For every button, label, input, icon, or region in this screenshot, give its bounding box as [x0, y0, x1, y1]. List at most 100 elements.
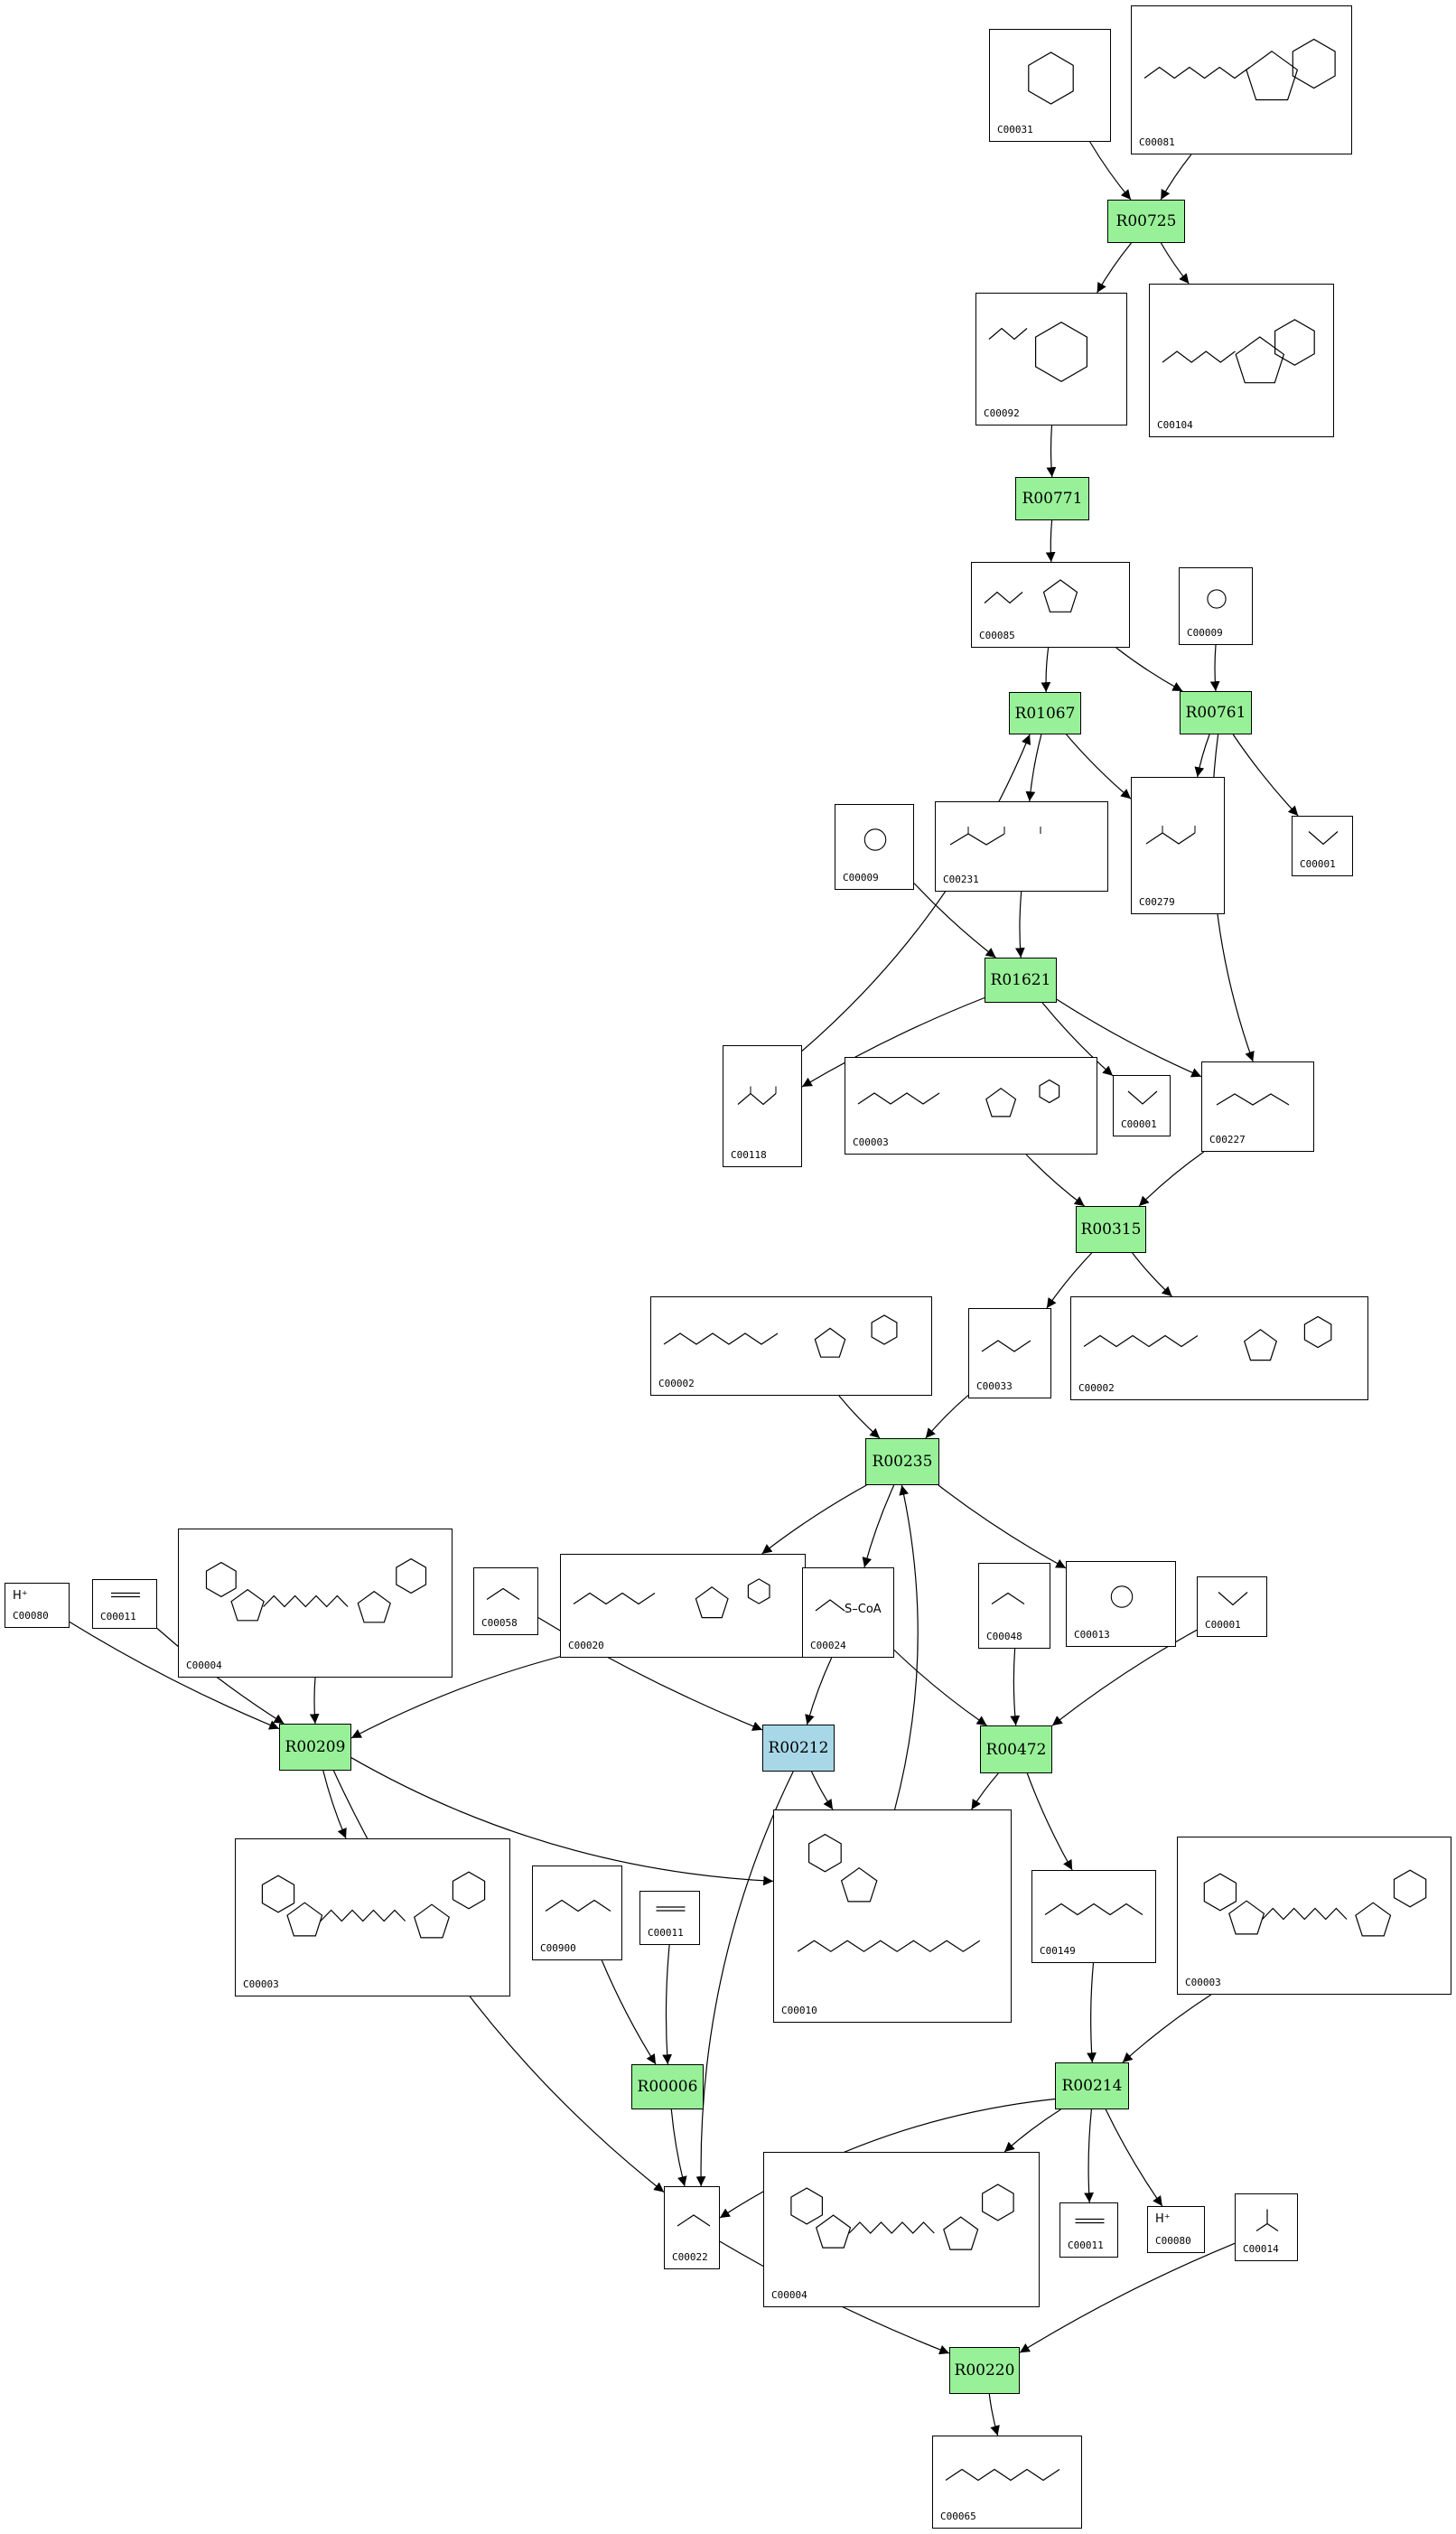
compound-c00013[interactable]: C00013	[1066, 1561, 1176, 1647]
structure-drawing	[857, 1079, 1060, 1117]
structure-drawing	[981, 1340, 1031, 1352]
compound-c00009[interactable]: C00009	[835, 804, 914, 890]
structure-drawing	[1145, 826, 1196, 845]
compound-c00002[interactable]: C00002	[650, 1296, 932, 1396]
compound-c00003[interactable]: C00003	[845, 1057, 1097, 1155]
compound-c00022[interactable]: C00022	[664, 2186, 720, 2269]
compound-id-label: C00011	[100, 1611, 136, 1622]
compound-c00080[interactable]: H⁺C00080	[1147, 2206, 1205, 2253]
compound-c00900[interactable]: C00900	[532, 1865, 622, 1960]
compound-c00104[interactable]: C00104	[1149, 284, 1334, 437]
compound-id-label: C00003	[243, 1978, 279, 1990]
edge-r00472-to-c00149	[1026, 1772, 1073, 1871]
compound-c00085[interactable]: C00085	[971, 562, 1130, 648]
reaction-r01067[interactable]: R01067	[1009, 692, 1081, 734]
compound-c00118[interactable]: C00118	[723, 1045, 802, 1167]
reaction-r01621[interactable]: R01621	[985, 958, 1057, 1003]
edge-c00092-to-r00771	[1046, 425, 1057, 478]
edge-c00048-to-r00472	[1010, 1648, 1021, 1726]
compound-c00011[interactable]: C00011	[92, 1579, 157, 1629]
edge-r00315-to-c00002b	[1132, 1252, 1172, 1297]
compound-c00081[interactable]: C00081	[1131, 5, 1352, 154]
compound-c00004[interactable]: C00004	[178, 1529, 453, 1678]
edge-r00725-to-c00092	[1097, 242, 1132, 294]
edge-c00033-to-r00235	[925, 1394, 969, 1439]
reaction-r00771[interactable]: R00771	[1015, 477, 1089, 520]
edge-c00011b-to-r00006	[662, 1944, 672, 2065]
compound-c00003[interactable]: C00003	[1177, 1837, 1451, 1995]
compound-c00014[interactable]: C00014	[1235, 2193, 1298, 2261]
compound-id-label: C00048	[986, 1631, 1022, 1642]
compound-id-label: C00092	[984, 407, 1020, 419]
compound-c00065[interactable]: C00065	[932, 2436, 1082, 2529]
structure-drawing	[949, 827, 1041, 846]
structure-drawing	[486, 1587, 520, 1600]
reaction-r00214[interactable]: R00214	[1055, 2062, 1129, 2109]
structure-drawing	[1110, 1585, 1134, 1608]
edge-c00009a-to-r00761	[1209, 644, 1220, 692]
compound-c00080[interactable]: H⁺C00080	[5, 1583, 70, 1628]
compound-id-label: C00002	[658, 1378, 695, 1389]
compound-formula: H⁺	[1155, 2212, 1171, 2226]
compound-id-label: C00227	[1209, 1134, 1246, 1145]
compound-c00149[interactable]: C00149	[1031, 1870, 1156, 1963]
compound-c00092[interactable]: C00092	[975, 293, 1127, 425]
compound-id-label: C00009	[1187, 627, 1223, 639]
compound-id-label: C00033	[976, 1380, 1013, 1392]
compound-c00002[interactable]: C00002	[1070, 1296, 1368, 1400]
structure-drawing	[1028, 51, 1074, 105]
compound-formula: S–CoA	[845, 1603, 882, 1616]
edge-c00010-to-r00235	[894, 1484, 919, 1810]
compound-c00003[interactable]: C00003	[235, 1838, 510, 1996]
compound-c00279[interactable]: C00279	[1131, 777, 1225, 914]
structure-drawing	[797, 1833, 981, 1952]
compound-id-label: C00024	[810, 1640, 846, 1651]
edge-c00009b-to-r01621	[913, 883, 996, 958]
reaction-r00006[interactable]: R00006	[631, 2064, 704, 2109]
edge-c00118-to-r01067	[801, 734, 1031, 1052]
compound-c00231[interactable]: C00231	[935, 801, 1108, 892]
compound-c00010[interactable]: C00010	[773, 1809, 1012, 2023]
compound-c00011[interactable]: C00011	[639, 1891, 700, 1945]
reaction-r00235[interactable]: R00235	[865, 1438, 939, 1485]
compound-id-label: C00022	[672, 2251, 708, 2263]
reaction-r00472[interactable]: R00472	[980, 1725, 1052, 1773]
compound-c00001[interactable]: C00001	[1197, 1576, 1267, 1637]
reaction-r00212[interactable]: R00212	[762, 1725, 835, 1772]
compound-id-label: C00065	[940, 2511, 976, 2522]
edge-c00031a-to-r00725	[1089, 141, 1132, 201]
compound-c00009[interactable]: C00009	[1179, 567, 1253, 645]
compound-id-label: C00081	[1139, 136, 1175, 148]
edge-c00002a-to-r00235	[838, 1395, 881, 1439]
edge-c00003c-to-r00214	[1122, 1994, 1212, 2063]
edge-r00315-to-c00033	[1046, 1252, 1093, 1309]
edge-r01621-to-c00118	[801, 996, 985, 1088]
reaction-r00220[interactable]: R00220	[949, 2347, 1020, 2394]
compound-c00004[interactable]: C00004	[763, 2152, 1040, 2307]
compound-c00011[interactable]: C00011	[1059, 2202, 1118, 2258]
reaction-r00761[interactable]: R00761	[1180, 691, 1252, 734]
compound-c00031[interactable]: C00031	[989, 29, 1111, 142]
structure-drawing	[815, 1599, 845, 1612]
reaction-r00315[interactable]: R00315	[1076, 1206, 1146, 1253]
compound-c00227[interactable]: C00227	[1201, 1061, 1314, 1152]
structure-drawing	[573, 1578, 770, 1619]
reaction-r00725[interactable]: R00725	[1107, 200, 1185, 243]
compound-c00048[interactable]: C00048	[978, 1563, 1050, 1649]
structure-drawing	[1203, 1869, 1427, 1937]
compound-c00024[interactable]: S–CoA C00024	[802, 1567, 894, 1658]
edge-r01067-to-c00231	[1025, 734, 1042, 802]
structure-drawing	[1075, 2218, 1105, 2224]
edge-r00212-to-c00010	[810, 1771, 834, 1810]
edge-r01621-to-c00227	[1056, 998, 1202, 1078]
compound-c00058[interactable]: C00058	[473, 1567, 538, 1635]
compound-id-label: C00080	[13, 1610, 49, 1622]
reaction-r00209[interactable]: R00209	[279, 1724, 351, 1771]
compound-c00020[interactable]: C00020	[560, 1554, 806, 1658]
compound-c00001[interactable]: C00001	[1292, 816, 1353, 876]
compound-c00033[interactable]: C00033	[968, 1308, 1051, 1398]
compound-c00001[interactable]: C00001	[1113, 1075, 1171, 1136]
edge-r00235-to-c00020	[761, 1484, 867, 1555]
edge-r00761-to-c00001a	[1232, 734, 1299, 817]
edge-c00081-to-r00725	[1160, 154, 1192, 201]
